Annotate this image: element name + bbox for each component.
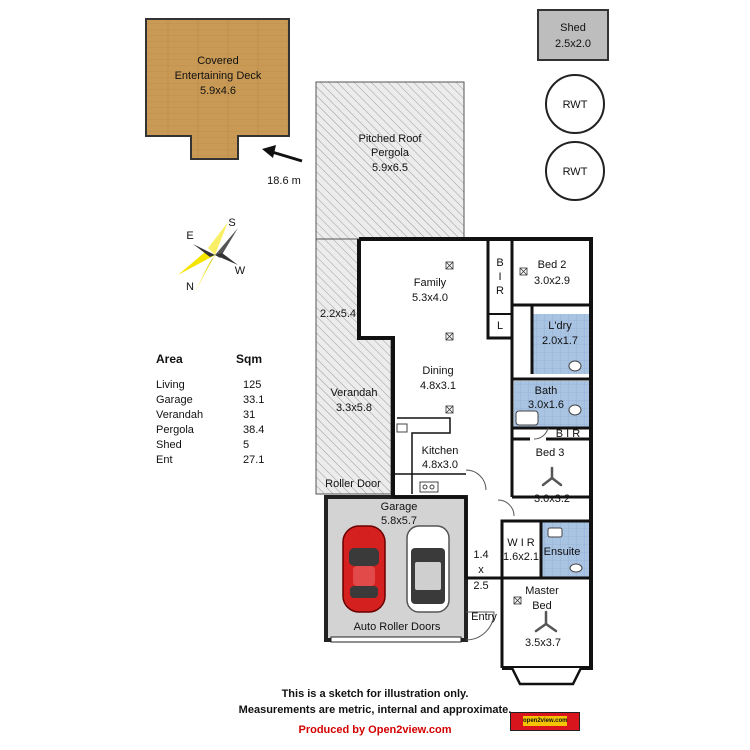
shed-label: Shed [560, 22, 586, 34]
bath-label: Bath [535, 385, 558, 397]
master-label-2: Bed [532, 600, 552, 612]
area-row-name: Living [156, 379, 185, 391]
logo-text: open2view.com [523, 716, 568, 726]
dining-label: Dining [422, 365, 453, 377]
area-row-name: Garage [156, 394, 193, 406]
disclaimer-line-2: Measurements are metric, internal and ap… [238, 704, 512, 716]
entry-width: 1.4 [473, 549, 488, 561]
deck-label-2: Entertaining Deck [175, 70, 262, 82]
bed2-label: Bed 2 [538, 259, 567, 271]
produced-by: Produced by Open2view.com [298, 724, 452, 736]
kitchen-dim: 4.8x3.0 [422, 459, 458, 471]
master-label-1: Master [525, 585, 559, 597]
area-header: Area [156, 352, 183, 366]
compass-icon: S E W N [178, 217, 246, 293]
rainwater-tank-2: RWT [545, 141, 605, 201]
entry-label: Entry [471, 611, 497, 623]
bed2-dim: 3.0x2.9 [534, 275, 570, 287]
shed: Shed 2.5x2.0 [537, 9, 609, 61]
auto-doors-label: Auto Roller Doors [354, 621, 441, 633]
pergola-dim: 5.9x6.5 [372, 162, 408, 174]
bay-window [510, 667, 583, 686]
deck-dim: 5.9x4.6 [200, 85, 236, 97]
bir-b: B [496, 257, 503, 269]
rainwater-tank-1: RWT [545, 74, 605, 134]
bir-i: I [498, 271, 501, 283]
area-row-value: 125 [243, 379, 262, 391]
garage-label: Garage [381, 501, 418, 513]
ensuite-label: Ensuite [544, 546, 581, 558]
bir-r: R [496, 285, 504, 297]
area-row-name: Shed [156, 439, 182, 451]
dining-dim: 4.8x3.1 [420, 380, 456, 392]
bath-dim: 3.0x1.6 [528, 399, 564, 411]
white-car-icon [406, 525, 450, 613]
laundry-label: L'dry [548, 320, 572, 332]
open2view-logo[interactable]: open2view.com [510, 712, 580, 731]
bed3-dim: 3.0x3.2 [534, 493, 570, 505]
red-car-icon [342, 525, 386, 613]
family-dim: 5.3x4.0 [412, 292, 448, 304]
ceiling-fan-icon [534, 466, 563, 633]
shed-dim: 2.5x2.0 [555, 38, 591, 50]
verandah-side-dim: 2.2x5.4 [320, 308, 356, 320]
verandah-dim: 3.3x5.8 [336, 402, 372, 414]
pergola: Pitched Roof Pergola 5.9x6.5 [315, 81, 465, 240]
light-fixture-icons [445, 261, 528, 605]
family-label: Family [414, 277, 447, 289]
door-swings [465, 427, 549, 641]
pergola-label-2: Pergola [371, 147, 410, 159]
area-row-value: 33.1 [243, 394, 265, 406]
compass-south: S [228, 217, 235, 229]
wir-label: W I R [507, 537, 535, 549]
kitchen-label: Kitchen [422, 445, 459, 457]
deck-label-1: Covered [197, 55, 239, 67]
bathroom-fixtures [396, 360, 583, 573]
rwt-label-1: RWT [563, 99, 588, 111]
area-row-name: Verandah [156, 409, 204, 421]
entry-x: x [478, 564, 484, 576]
area-row-value: 5 [243, 439, 250, 451]
covered-deck: Covered Entertaining Deck 5.9x4.6 [145, 18, 290, 160]
area-row-name: Ent [156, 454, 173, 466]
wir-dim: 1.6x2.1 [503, 551, 539, 563]
pergola-label-1: Pitched Roof [359, 133, 423, 145]
area-row-value: 27.1 [243, 454, 265, 466]
entry-length: 2.5 [473, 580, 488, 592]
master-dim: 3.5x3.7 [525, 637, 561, 649]
laundry-dim: 2.0x1.7 [542, 335, 578, 347]
bed3-label: Bed 3 [536, 447, 565, 459]
sqm-header: Sqm [236, 352, 263, 366]
area-row-value: 38.4 [243, 424, 265, 436]
bir2-label: B I R [556, 428, 581, 440]
distance-arrow: 18.6 m [262, 145, 303, 187]
roller-door-label: Roller Door [325, 478, 381, 490]
garage-dim: 5.8x5.7 [381, 515, 417, 527]
laundry-floor [532, 314, 591, 374]
distance-label: 18.6 m [267, 175, 301, 187]
area-row-value: 31 [243, 409, 256, 421]
linen-label: L [497, 320, 503, 332]
compass-north: N [186, 281, 194, 293]
verandah: 2.2x5.4 Verandah 3.3x5.8 [315, 238, 392, 495]
disclaimer-line-1: This is a sketch for illustration only. [281, 688, 469, 700]
area-row-name: Pergola [156, 424, 194, 436]
compass-east: E [186, 230, 193, 242]
compass-west: W [235, 265, 246, 277]
rwt-label-2: RWT [563, 166, 588, 178]
room-labels: Family 5.3x4.0 Dining 4.8x3.1 Kitchen 4.… [412, 257, 580, 649]
verandah-label: Verandah [330, 387, 377, 399]
